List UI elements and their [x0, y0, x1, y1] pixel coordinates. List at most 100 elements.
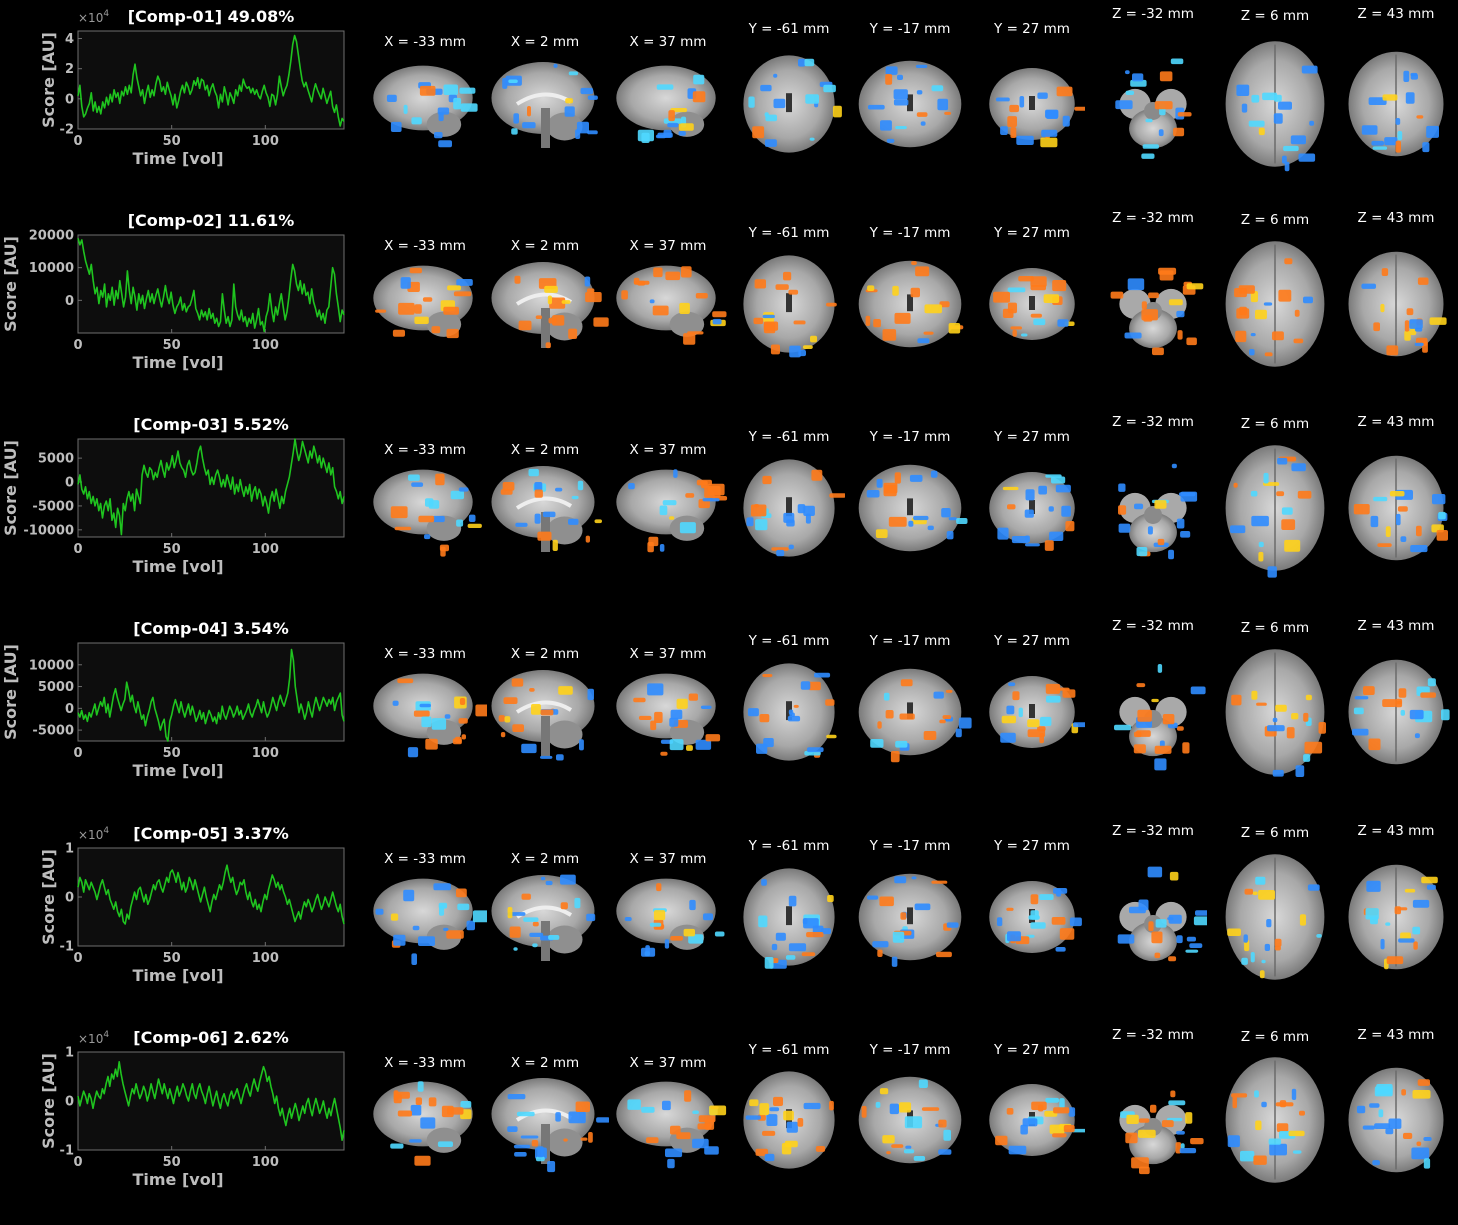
activation-cluster [801, 952, 816, 957]
activation-cluster [893, 99, 909, 106]
activation-cluster [1259, 970, 1265, 979]
activation-cluster [1006, 907, 1014, 911]
activation-cluster [1193, 916, 1207, 926]
activation-cluster [1043, 294, 1060, 303]
activation-cluster [514, 1152, 527, 1157]
activation-cluster [1382, 94, 1398, 101]
activation-cluster [914, 903, 931, 911]
activation-cluster [514, 275, 521, 284]
slice-coordinate-label: X = -33 mm [384, 851, 466, 867]
activation-cluster [1370, 515, 1379, 528]
slice-coordinate-label: Y = 27 mm [994, 838, 1070, 854]
activation-cluster [1410, 73, 1418, 80]
activation-cluster [894, 472, 901, 484]
activation-cluster [761, 879, 767, 886]
slice-coordinate-label: Y = -17 mm [869, 838, 951, 854]
brain-slice-y [858, 873, 962, 967]
activation-cluster [931, 85, 944, 92]
activation-cluster [1189, 943, 1203, 948]
activation-cluster [1436, 530, 1448, 541]
activation-cluster [1136, 683, 1146, 688]
chart-title: [Comp-03] 5.52% [133, 415, 288, 434]
activation-cluster [1250, 952, 1255, 963]
activation-cluster [456, 519, 464, 527]
slice-coordinate-label: Y = -61 mm [748, 838, 830, 854]
activation-cluster [1264, 943, 1270, 951]
activation-cluster [889, 1103, 899, 1115]
activation-cluster [503, 697, 518, 704]
activation-cluster [641, 1106, 655, 1113]
activation-cluster [678, 131, 686, 136]
activation-cluster [903, 1149, 915, 1154]
activation-cluster [1251, 94, 1260, 103]
activation-cluster [921, 1107, 940, 1111]
y-tick-label: 10000 [29, 261, 74, 276]
activation-cluster [1386, 956, 1404, 965]
activation-cluster [937, 98, 949, 111]
activation-cluster [697, 1123, 712, 1130]
activation-cluster [1373, 496, 1388, 502]
series-line [77, 1060, 345, 1141]
series-line [77, 864, 345, 925]
activation-cluster [1052, 1133, 1067, 1138]
activation-cluster [1021, 333, 1028, 337]
activation-cluster [1056, 86, 1073, 97]
activation-cluster [1305, 694, 1312, 701]
activation-cluster [1276, 491, 1285, 497]
activation-cluster [1177, 112, 1192, 117]
activation-cluster [1039, 894, 1054, 900]
activation-cluster [392, 329, 405, 337]
activation-cluster [1127, 278, 1145, 291]
y-axis-label: Score [AU] [39, 32, 58, 128]
activation-cluster [1176, 518, 1185, 529]
activation-cluster [1071, 1128, 1085, 1133]
activation-cluster [456, 279, 473, 286]
activation-cluster [659, 544, 665, 552]
activation-cluster [670, 709, 683, 720]
activation-cluster [1400, 536, 1407, 542]
activation-cluster [397, 678, 414, 684]
slice-coordinate-label: X = -33 mm [384, 238, 466, 254]
x-tick-label: 100 [252, 1155, 279, 1170]
activation-cluster [825, 699, 835, 706]
activation-cluster [1231, 694, 1242, 706]
slice-coordinate-label: Y = -61 mm [748, 225, 830, 241]
activation-cluster [458, 487, 469, 492]
ventricle [907, 498, 913, 516]
activation-cluster [1052, 280, 1067, 292]
activation-cluster [714, 931, 725, 937]
activation-cluster [1248, 120, 1265, 127]
activation-cluster [942, 715, 952, 719]
activation-cluster [936, 951, 952, 958]
brainstem [541, 716, 550, 756]
activation-cluster [913, 1156, 926, 1161]
activation-cluster [1353, 707, 1364, 715]
activation-cluster [1253, 1155, 1267, 1165]
corpus-callosum [515, 292, 573, 306]
activation-cluster [1141, 309, 1158, 321]
activation-cluster [787, 715, 801, 722]
activation-cluster [784, 1140, 798, 1148]
activation-cluster [1241, 957, 1248, 965]
activation-cluster [1227, 928, 1241, 936]
activation-cluster [443, 84, 458, 95]
activation-cluster [403, 104, 408, 114]
activation-cluster [1252, 891, 1258, 896]
activation-cluster [1353, 504, 1370, 515]
activation-cluster [686, 745, 693, 751]
activation-cluster [534, 489, 543, 498]
activation-cluster [1236, 308, 1250, 319]
activation-cluster [814, 672, 831, 678]
activation-cluster [553, 63, 558, 68]
activation-cluster [875, 1101, 881, 1108]
y-tick-label: 0 [65, 1095, 74, 1110]
activation-cluster [1264, 352, 1273, 357]
activation-cluster [1152, 347, 1164, 356]
activation-cluster [1404, 320, 1410, 332]
activation-cluster [1385, 922, 1391, 926]
activation-cluster [1126, 1114, 1139, 1124]
activation-cluster [1170, 1090, 1176, 1098]
activation-cluster [1254, 1090, 1259, 1098]
activation-cluster [911, 876, 917, 880]
